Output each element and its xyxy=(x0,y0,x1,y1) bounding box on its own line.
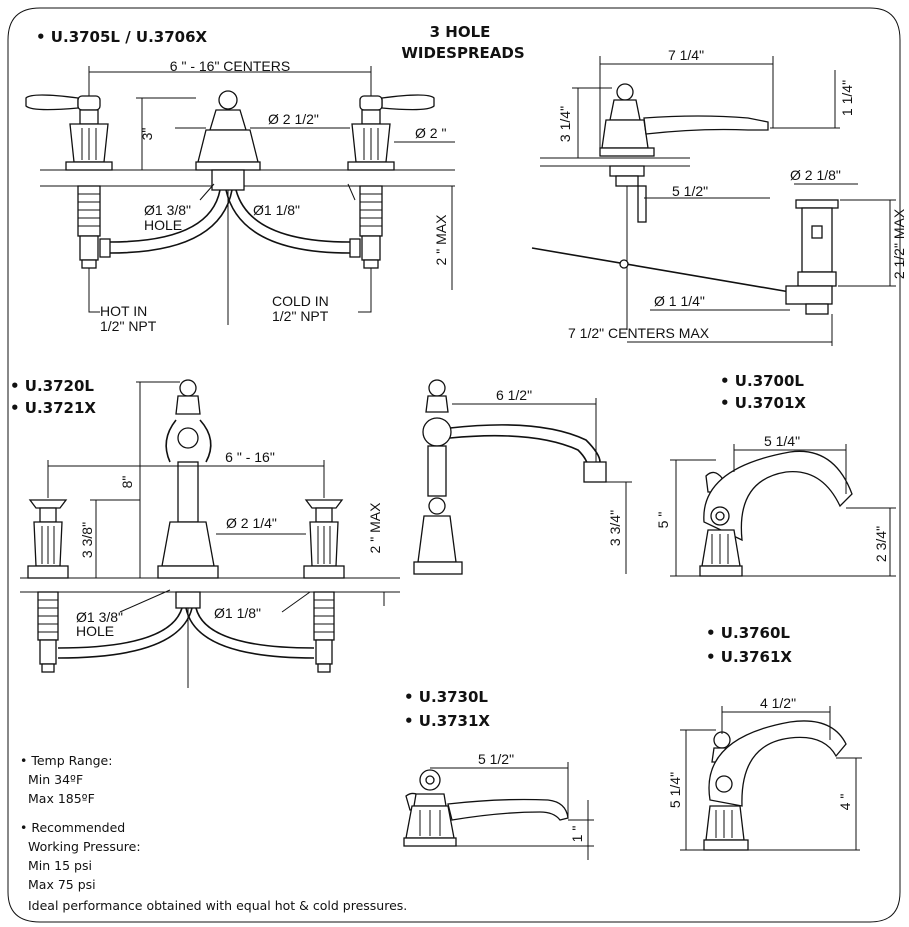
dim-side-height: 3 1/4" xyxy=(557,106,573,142)
note-pressure-min: Min 15 psi xyxy=(28,858,92,873)
title-line1: 3 HOLE xyxy=(430,23,491,41)
note-temp-max: Max 185ºF xyxy=(28,791,95,806)
note-temp-min: Min 34ºF xyxy=(28,772,83,787)
dim-side-shank: 5 1/2" xyxy=(672,183,708,199)
dim-e-outlet: 1 " xyxy=(569,826,585,843)
dim-b-hole-a-label: HOLE xyxy=(76,623,114,639)
model-label-b2: • U.3721X xyxy=(10,399,96,417)
faucet-a-drawing xyxy=(25,66,455,325)
dim-a-hole-a-label: HOLE xyxy=(144,217,182,233)
page-frame xyxy=(7,7,901,923)
dim-a-hot-npt: 1/2" NPT xyxy=(100,318,157,334)
dim-b-side-reach: 6 1/2" xyxy=(496,387,532,403)
faucet-c-drawing xyxy=(670,444,896,577)
dim-c-height: 5 " xyxy=(655,512,671,529)
dim-b-hole-a: Ø1 3/8" xyxy=(76,609,123,625)
dim-a-centers: 6 " - 16" CENTERS xyxy=(170,58,290,74)
dim-b-spout-dia: Ø 2 1/4" xyxy=(226,515,277,531)
dim-a-handle-dia: Ø 2 " xyxy=(415,125,446,141)
dim-d-outlet: 4 " xyxy=(837,794,853,811)
dim-side-drain-max: 2 1/2" MAX xyxy=(891,208,907,279)
model-label-c2: • U.3701X xyxy=(720,394,806,412)
model-label-a: • U.3705L / U.3706X xyxy=(36,28,208,46)
dim-a-hot-in: HOT IN xyxy=(100,303,147,319)
dim-side-drain-dia: Ø 2 1/8" xyxy=(790,167,841,183)
model-label-e1: • U.3730L xyxy=(404,688,488,706)
dim-b-centers: 6 " - 16" xyxy=(225,449,275,465)
faucet-d-drawing xyxy=(680,706,862,851)
dim-a-cold-npt: 1/2" NPT xyxy=(272,308,329,324)
dim-a-height: 3" xyxy=(139,128,155,141)
model-label-c1: • U.3700L xyxy=(720,372,804,390)
note-ideal-performance: Ideal performance obtained with equal ho… xyxy=(28,898,407,913)
dim-a-hole-a: Ø1 3/8" xyxy=(144,202,191,218)
dim-b-height: 8" xyxy=(119,476,135,489)
note-pressure-label: Working Pressure: xyxy=(28,839,141,854)
dim-side-centers-max: 7 1/2" CENTERS MAX xyxy=(568,325,710,341)
dim-b-hole-b: Ø1 1/8" xyxy=(214,605,261,621)
model-label-b1: • U.3720L xyxy=(10,377,94,395)
dim-b-side-height: 3 3/4" xyxy=(607,510,623,546)
dim-c-outlet: 2 3/4" xyxy=(873,526,889,562)
note-pressure-max: Max 75 psi xyxy=(28,877,96,892)
faucet-b-side-drawing xyxy=(413,379,632,575)
dim-a-spout-dia: Ø 2 1/2" xyxy=(268,111,319,127)
faucet-b-drawing xyxy=(20,379,400,688)
title-line2: WIDESPREADS xyxy=(401,44,524,62)
dim-a-hole-b: Ø1 1/8" xyxy=(253,202,300,218)
dim-e-reach: 5 1/2" xyxy=(478,751,514,767)
dim-b-max: 2 " MAX xyxy=(367,502,383,554)
dim-a-cold-in: COLD IN xyxy=(272,293,329,309)
faucet-e-drawing xyxy=(403,762,594,860)
note-temp-range: • Temp Range: xyxy=(20,753,112,768)
dim-c-reach: 5 1/4" xyxy=(764,433,800,449)
dim-side-reach: 7 1/4" xyxy=(668,47,704,63)
faucet-a-side-drawing xyxy=(531,56,896,346)
dim-d-height: 5 1/4" xyxy=(667,772,683,808)
model-label-d1: • U.3760L xyxy=(706,624,790,642)
dim-d-reach: 4 1/2" xyxy=(760,695,796,711)
dim-side-rod-dia: Ø 1 1/4" xyxy=(654,293,705,309)
model-label-e2: • U.3731X xyxy=(404,712,490,730)
dim-a-max: 2 " MAX xyxy=(433,214,449,266)
dim-side-outlet: 1 1/4" xyxy=(839,80,855,116)
model-label-d2: • U.3761X xyxy=(706,648,792,666)
dim-b-handle: 3 3/8" xyxy=(79,522,95,558)
note-pressure-title: • Recommended xyxy=(20,820,125,835)
